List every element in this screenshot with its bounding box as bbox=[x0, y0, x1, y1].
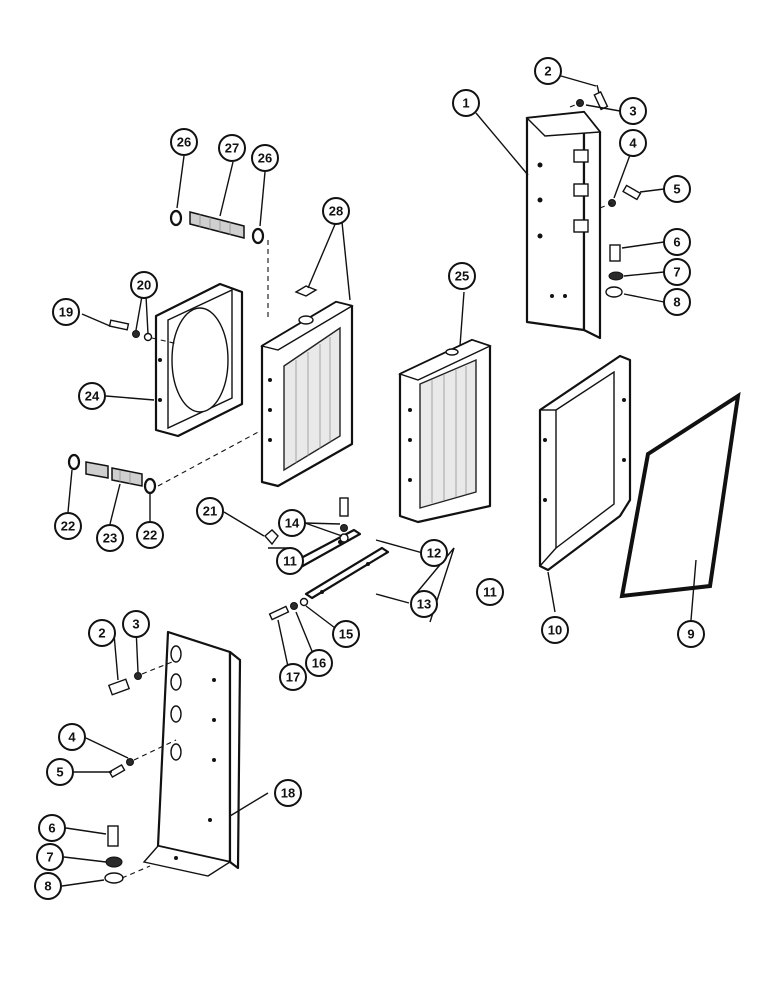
callout-26-left: 26 bbox=[170, 128, 198, 156]
callout-25: 25 bbox=[448, 262, 476, 290]
callout-label: 4 bbox=[68, 730, 76, 745]
callout-7-upper: 7 bbox=[663, 258, 691, 286]
callout-label: 26 bbox=[258, 151, 272, 166]
oil-cooler bbox=[398, 338, 492, 524]
callout-label: 10 bbox=[548, 623, 562, 638]
callout-label: 6 bbox=[48, 821, 55, 836]
callout-4-upper: 4 bbox=[619, 129, 647, 157]
callout-6-upper: 6 bbox=[663, 228, 691, 256]
callout-label: 18 bbox=[281, 786, 295, 801]
callout-label: 3 bbox=[132, 617, 139, 632]
callout-14: 14 bbox=[278, 509, 306, 537]
callout-8-lower: 8 bbox=[34, 872, 62, 900]
callout-10: 10 bbox=[541, 616, 569, 644]
callout-3-upper: 3 bbox=[619, 97, 647, 125]
callout-23: 23 bbox=[96, 524, 124, 552]
callout-1: 1 bbox=[452, 89, 480, 117]
callout-label: 5 bbox=[56, 765, 63, 780]
callout-label: 28 bbox=[329, 204, 343, 219]
callout-label: 5 bbox=[673, 182, 680, 197]
gasket bbox=[619, 391, 741, 599]
callout-2-upper: 2 bbox=[534, 57, 562, 85]
callout-label: 22 bbox=[61, 519, 75, 534]
callout-2-lower: 2 bbox=[88, 619, 116, 647]
callout-label: 11 bbox=[483, 585, 497, 600]
callout-label: 13 bbox=[417, 597, 431, 612]
callout-label: 9 bbox=[687, 627, 694, 642]
callout-26-right: 26 bbox=[251, 144, 279, 172]
callout-label: 21 bbox=[203, 504, 217, 519]
callout-5-lower: 5 bbox=[46, 758, 74, 786]
callout-label: 16 bbox=[312, 656, 326, 671]
main-radiator bbox=[260, 285, 354, 488]
callout-8-upper: 8 bbox=[663, 288, 691, 316]
lower-hose-assembly bbox=[67, 429, 263, 495]
callout-label: 19 bbox=[59, 305, 73, 320]
callout-label: 25 bbox=[455, 269, 469, 284]
callout-21: 21 bbox=[196, 497, 224, 525]
side-bracket-upper bbox=[525, 110, 602, 340]
callout-label: 11 bbox=[283, 554, 297, 569]
callout-label: 14 bbox=[285, 516, 300, 531]
upper-hose-assembly bbox=[169, 209, 269, 320]
callout-label: 12 bbox=[427, 546, 441, 561]
callout-label: 15 bbox=[339, 627, 353, 642]
callout-5-upper: 5 bbox=[663, 175, 691, 203]
callout-label: 4 bbox=[629, 136, 637, 151]
callout-28: 28 bbox=[322, 197, 350, 225]
side-bracket-lower bbox=[142, 630, 242, 877]
callout-label: 27 bbox=[225, 141, 239, 156]
support-straps bbox=[264, 497, 455, 623]
callout-6-lower: 6 bbox=[38, 814, 66, 842]
hardware-19-20 bbox=[108, 319, 179, 345]
callout-19: 19 bbox=[52, 298, 80, 326]
callout-16: 16 bbox=[305, 649, 333, 677]
callout-13: 13 bbox=[410, 590, 438, 618]
callout-11-right: 11 bbox=[476, 578, 504, 606]
callout-label: 8 bbox=[673, 295, 680, 310]
callout-label: 24 bbox=[85, 389, 100, 404]
callout-22-right: 22 bbox=[136, 521, 164, 549]
callout-label: 8 bbox=[44, 879, 51, 894]
callout-20: 20 bbox=[130, 271, 158, 299]
callout-label: 20 bbox=[137, 278, 151, 293]
callout-24: 24 bbox=[78, 382, 106, 410]
callout-12: 12 bbox=[420, 539, 448, 567]
callout-4-lower: 4 bbox=[58, 723, 86, 751]
callout-label: 22 bbox=[143, 528, 157, 543]
callout-15: 15 bbox=[332, 620, 360, 648]
callout-label: 3 bbox=[629, 104, 636, 119]
callout-18: 18 bbox=[274, 779, 302, 807]
callout-label: 17 bbox=[286, 670, 300, 685]
callout-7-lower: 7 bbox=[36, 843, 64, 871]
callout-label: 7 bbox=[673, 265, 680, 280]
callout-9: 9 bbox=[677, 620, 705, 648]
callout-label: 6 bbox=[673, 235, 680, 250]
callout-label: 1 bbox=[462, 96, 469, 111]
callout-label: 7 bbox=[46, 850, 53, 865]
callout-label: 26 bbox=[177, 135, 191, 150]
callout-label: 2 bbox=[544, 64, 551, 79]
callout-label: 2 bbox=[98, 626, 105, 641]
callout-3-lower: 3 bbox=[122, 610, 150, 638]
callout-22-left: 22 bbox=[54, 512, 82, 540]
callout-17: 17 bbox=[279, 663, 307, 691]
callout-label: 23 bbox=[103, 531, 117, 546]
air-frame bbox=[538, 354, 632, 572]
callout-11-left: 11 bbox=[276, 547, 304, 575]
fan-shroud bbox=[154, 282, 244, 438]
callout-27: 27 bbox=[218, 134, 246, 162]
